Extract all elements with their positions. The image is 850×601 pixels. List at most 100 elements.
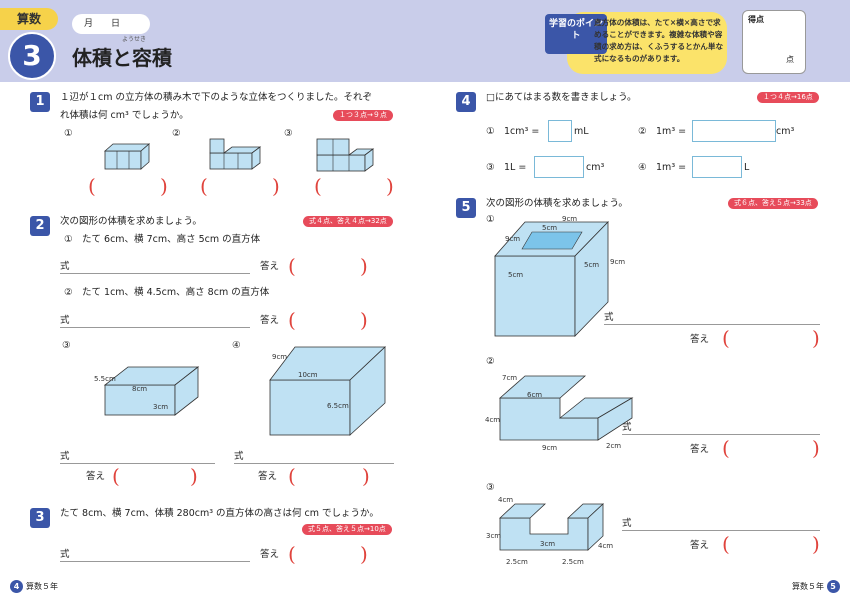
q2-kotae-3: 答え xyxy=(86,471,106,482)
q5-f3-label-a: 4cm xyxy=(498,496,513,504)
q5-f1-label-d: 5cm xyxy=(508,271,523,279)
q5-f3-label-e: 2.5cm xyxy=(506,558,528,566)
q3-text: たて 8cm、横 7cm、体積 280cm³ の直方体の高さは何 cm でしょう… xyxy=(60,508,379,519)
q5-paren-3-open: ( xyxy=(722,532,730,556)
q5-paren-3-close: ) xyxy=(812,532,820,556)
q2-sub1: ① たて 6cm、横 7cm、高さ 5cm の直方体 xyxy=(64,234,261,245)
q5-f2-label-d: 9cm xyxy=(542,444,557,452)
q4-item1-label: ① 1cm³ = xyxy=(486,126,540,137)
q3-paren-open: ( xyxy=(288,542,296,566)
q2-sub2: ② たて 1cm、横 4.5cm、高さ 8cm の直方体 xyxy=(64,287,270,298)
q2-kotae-4: 答え xyxy=(258,471,278,482)
q2-answer-line-4[interactable] xyxy=(234,463,394,464)
title-ruby: ようせき xyxy=(122,36,147,43)
q1-points: １つ３点→９点 xyxy=(333,110,393,121)
q5-f2-label-c: 4cm xyxy=(485,416,500,424)
q2-answer-line-3[interactable] xyxy=(60,463,215,464)
q5-f1-label-a: 9cm xyxy=(562,215,577,223)
q2-fig3-label-a: 5.5cm xyxy=(94,375,116,383)
q5-paren-2-open: ( xyxy=(722,436,730,460)
q5-label-1: ① xyxy=(486,214,495,225)
q2-shiki-3: 式 xyxy=(60,451,70,462)
q1-answer-paren-1-close: ) xyxy=(160,174,168,198)
q1-answer-paren-2-open: ( xyxy=(200,174,208,198)
q1-cube-figure-1 xyxy=(103,143,151,170)
q1-cube-figure-3 xyxy=(316,138,375,172)
q2-paren-2-close: ) xyxy=(360,308,368,332)
q1-label-1: ① xyxy=(64,128,73,139)
q5-kotae-2: 答え xyxy=(690,444,710,455)
q5-kotae-3: 答え xyxy=(690,540,710,551)
right-footer-label: 算数５年 xyxy=(792,582,824,591)
q2-answer-line-1[interactable] xyxy=(60,273,250,274)
q1-cube-figure-2 xyxy=(209,138,262,170)
score-box[interactable] xyxy=(742,10,806,74)
left-footer-label: 算数５年 xyxy=(26,582,58,591)
q2-paren-2-open: ( xyxy=(288,308,296,332)
q2-kotae-2: 答え xyxy=(260,315,280,326)
q5-label-2: ② xyxy=(486,356,495,367)
q2-sub4: ④ xyxy=(232,340,241,351)
q2-box-figure-4: 9cm 10cm 6.5cm xyxy=(269,346,387,436)
q2-paren-3-close: ) xyxy=(190,464,198,488)
q2-fig4-label-b: 10cm xyxy=(298,371,318,379)
q5-f2-label-e: 2cm xyxy=(606,442,621,450)
q5-answer-line-1[interactable] xyxy=(604,324,820,325)
q4-item2-unit: cm³ xyxy=(776,126,795,137)
subject-label: 算数 xyxy=(0,8,58,30)
q2-paren-1-close: ) xyxy=(360,254,368,278)
q2-paren-1-open: ( xyxy=(288,254,296,278)
footer-right: 算数５年 5 xyxy=(792,580,843,593)
q2-fig3-label-c: 3cm xyxy=(153,403,168,411)
q2-shiki-1: 式 xyxy=(60,261,70,272)
q4-answer-box-1[interactable] xyxy=(548,120,572,142)
question-1-number: 1 xyxy=(30,92,50,112)
q4-item1-unit: mL xyxy=(574,126,589,137)
q5-points: 式６点、答え５点→33点 xyxy=(728,198,818,209)
q2-fig3-label-b: 8cm xyxy=(132,385,147,393)
q4-answer-box-4[interactable] xyxy=(692,156,742,178)
q2-answer-line-2[interactable] xyxy=(60,327,250,328)
q2-kotae-1: 答え xyxy=(260,261,280,272)
q5-f1-label-b: 9cm xyxy=(505,235,520,243)
q5-f1-label-e: 5cm xyxy=(584,261,599,269)
q5-f2-label-a: 7cm xyxy=(502,374,517,382)
q4-item3-label: ③ 1L = xyxy=(486,162,527,173)
q2-figures: 5.5cm 8cm 3cm 9cm 10cm 6.5cm xyxy=(94,346,387,436)
q2-fig4-label-c: 6.5cm xyxy=(327,402,349,410)
q5-paren-1-open: ( xyxy=(722,326,730,350)
q4-answer-box-2[interactable] xyxy=(692,120,776,142)
point-tag: 学習のポイント xyxy=(545,14,607,54)
q5-answer-line-2[interactable] xyxy=(622,434,820,435)
q5-f1-label-c: 5cm xyxy=(542,224,557,232)
q5-f3-label-d: 4cm xyxy=(598,542,613,550)
page-title: 体積と容積 xyxy=(72,46,172,70)
q1-text-line1: １辺が１cm の立方体の積み木で下のような立体をつくりました。それぞ xyxy=(60,92,372,103)
q3-paren-close: ) xyxy=(360,542,368,566)
q5-answer-line-3[interactable] xyxy=(622,530,820,531)
unit-number: 3 xyxy=(8,32,56,80)
q2-fig4-label-a: 9cm xyxy=(272,353,287,361)
q4-answer-box-3[interactable] xyxy=(534,156,584,178)
q2-text: 次の図形の体積を求めましょう。 xyxy=(60,216,202,227)
question-2-number: 2 xyxy=(30,216,50,236)
q1-text-line2: れ体積は何 cm³ でしょうか。 xyxy=(60,110,189,121)
q5-shiki-2: 式 xyxy=(622,422,632,433)
question-3-number: 3 xyxy=(30,508,50,528)
q5-figure-2: 7cm 6cm 4cm 9cm 2cm xyxy=(485,374,634,452)
q1-answer-paren-3-open: ( xyxy=(314,174,322,198)
right-page-number: 5 xyxy=(826,580,840,593)
score-unit: 点 xyxy=(786,55,794,64)
q3-answer-line[interactable] xyxy=(60,561,250,562)
q5-f3-label-b: 3cm xyxy=(486,532,501,540)
point-text: 直方体の体積は、たて×横×高さで求めることができます。複雑な体積や容積の求め方は… xyxy=(594,18,724,63)
q5-paren-1-close: ) xyxy=(812,326,820,350)
q5-f3-label-c: 3cm xyxy=(540,540,555,548)
left-page-number: 4 xyxy=(10,580,23,593)
score-label: 得点 xyxy=(748,15,764,24)
q1-answer-paren-3-close: ) xyxy=(386,174,394,198)
q4-item4-label: ④ 1m³ = xyxy=(638,162,687,173)
q5-f3-label-f: 2.5cm xyxy=(562,558,584,566)
date-field[interactable]: 月 日 xyxy=(72,14,150,34)
